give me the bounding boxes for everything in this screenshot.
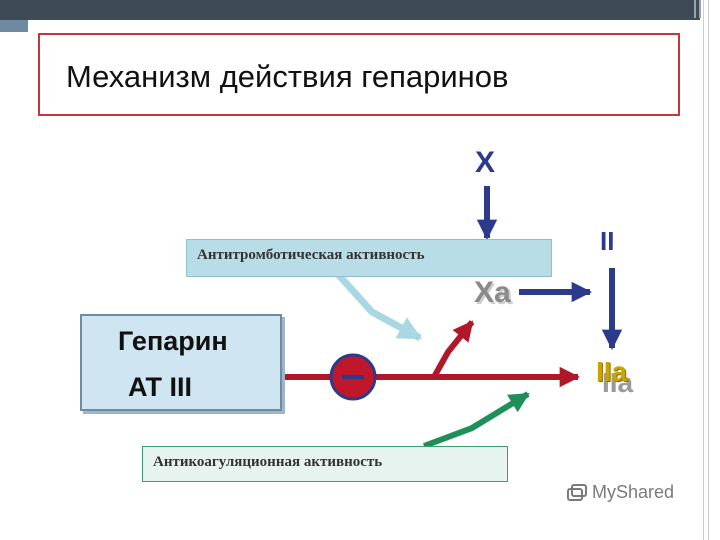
inhibition-icon	[329, 353, 377, 401]
right-stripe	[703, 0, 704, 540]
arrow-anticoagulant-pointer	[422, 391, 530, 449]
factor-iia-shadow: IIa	[602, 367, 634, 398]
corner-mark	[694, 0, 696, 18]
arrow-antithrombotic-pointer	[333, 269, 423, 342]
anticoagulant-label: Антикоагуляционная активность	[142, 446, 508, 482]
watermark-logo-icon	[567, 484, 587, 501]
right-stripe	[708, 0, 709, 540]
heparin-label: Гепарин	[118, 326, 228, 356]
factor-iia: IIa	[596, 356, 628, 387]
slide-title: Механизм действия гепаринов	[66, 59, 509, 94]
at3-label: AT III	[128, 372, 192, 402]
factor-ii: II	[600, 226, 615, 256]
antithrombotic-label: Антитромботическая активность	[186, 239, 552, 277]
arrow-branch-to-xa	[431, 320, 475, 379]
factor-x: X	[475, 146, 496, 179]
top-bar	[0, 0, 700, 20]
top-bar-accent	[0, 20, 28, 32]
factor-xa: Xa	[474, 276, 511, 309]
watermark-text: MyShared	[592, 482, 675, 502]
corner-mark	[699, 0, 701, 18]
heparin-at3-box: Гепарин AT III	[80, 314, 282, 411]
title-box: Механизм действия гепаринов	[38, 33, 680, 116]
